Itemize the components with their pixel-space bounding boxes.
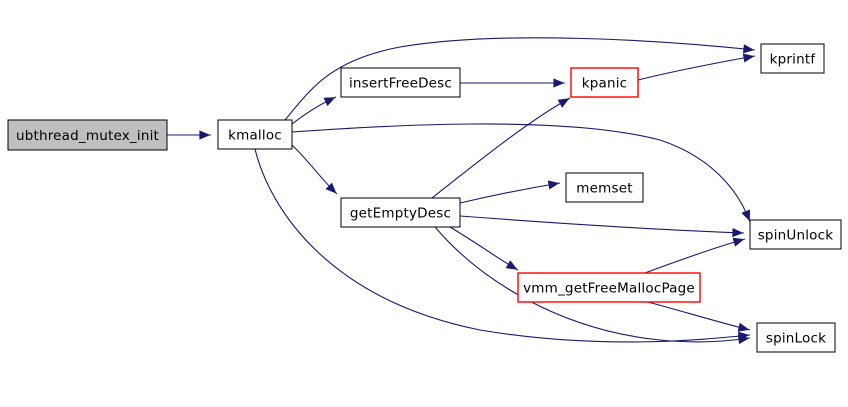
edge-kmalloc-to-kprintf <box>284 37 756 121</box>
node-label-kpanic: kpanic <box>582 76 628 92</box>
arrow-head <box>199 130 211 140</box>
node-box-spinLock[interactable] <box>756 322 836 353</box>
node-getEmptyDesc[interactable]: getEmptyDesc <box>340 197 461 228</box>
arrow-head <box>741 209 750 222</box>
node-box-insertFreeDesc[interactable] <box>340 67 461 98</box>
node-box-kprintf[interactable] <box>760 43 825 74</box>
node-kprintf[interactable]: kprintf <box>760 43 825 74</box>
node-label-insertFreeDesc: insertFreeDesc <box>349 76 452 92</box>
node-spinUnlock[interactable]: spinUnlock <box>749 219 842 250</box>
edge-ubthread_mutex_init-to-kmalloc <box>167 130 211 140</box>
node-label-ubthread_mutex_init: ubthread_mutex_init <box>16 128 159 144</box>
node-spinLock[interactable]: spinLock <box>756 322 836 353</box>
edge-getEmptyDesc-to-memset <box>459 180 561 204</box>
arrow-head <box>553 78 565 88</box>
nodes-layer: ubthread_mutex_init kmalloc insertFreeDesc… <box>7 43 842 353</box>
edge-vmm_getFreeMallocPage-to-spinLock <box>647 301 751 332</box>
edge-getEmptyDesc-to-kpanic <box>431 97 571 199</box>
edge-insertFreeDesc-to-kpanic <box>460 78 565 88</box>
edge-getEmptyDesc-to-vmm_getFreeMallocPage <box>449 226 519 271</box>
node-kmalloc[interactable]: kmalloc <box>217 119 293 150</box>
arrow-head <box>742 44 755 54</box>
node-box-vmm_getFreeMallocPage[interactable] <box>517 272 701 303</box>
node-label-vmm_getFreeMallocPage: vmm_getFreeMallocPage <box>523 281 695 297</box>
node-ubthread_mutex_init[interactable]: ubthread_mutex_init <box>7 119 168 151</box>
node-box-getEmptyDesc[interactable] <box>340 197 461 228</box>
node-vmm_getFreeMallocPage[interactable]: vmm_getFreeMallocPage <box>517 272 701 303</box>
node-label-kmalloc: kmalloc <box>228 128 282 144</box>
node-box-kmalloc[interactable] <box>217 119 293 150</box>
node-box-spinUnlock[interactable] <box>749 219 842 250</box>
edge-vmm_getFreeMallocPage-to-spinUnlock <box>644 237 746 274</box>
arrow-head <box>737 322 750 332</box>
edge-getEmptyDesc-to-spinLock <box>434 226 751 345</box>
arrow-head <box>732 237 745 247</box>
edges-layer <box>167 37 756 345</box>
node-box-ubthread_mutex_init[interactable] <box>7 119 168 151</box>
arrow-head <box>505 260 518 270</box>
node-insertFreeDesc[interactable]: insertFreeDesc <box>340 67 461 98</box>
node-box-kpanic[interactable] <box>570 67 639 98</box>
arrow-head <box>547 180 560 190</box>
arrow-head <box>742 53 755 63</box>
edge-kpanic-to-kprintf <box>637 53 756 81</box>
node-kpanic[interactable]: kpanic <box>570 67 639 98</box>
arrow-head <box>557 98 570 108</box>
node-label-memset: memset <box>576 181 632 197</box>
edge-kmalloc-to-spinLock <box>254 148 751 343</box>
edge-kmalloc-to-getEmptyDesc <box>291 144 338 195</box>
arrow-head <box>737 335 750 345</box>
arrow-head <box>732 227 744 238</box>
edge-kmalloc-to-spinUnlock <box>291 123 751 223</box>
node-box-memset[interactable] <box>565 172 644 203</box>
node-memset[interactable]: memset <box>565 172 644 203</box>
node-label-spinLock: spinLock <box>766 331 826 347</box>
node-label-getEmptyDesc: getEmptyDesc <box>350 206 451 222</box>
arrow-head <box>323 97 336 107</box>
edge-getEmptyDesc-to-spinUnlock <box>459 215 745 238</box>
arrow-head <box>325 182 337 194</box>
node-label-kprintf: kprintf <box>770 52 817 68</box>
node-label-spinUnlock: spinUnlock <box>758 228 834 244</box>
edge-kmalloc-to-insertFreeDesc <box>291 96 337 125</box>
